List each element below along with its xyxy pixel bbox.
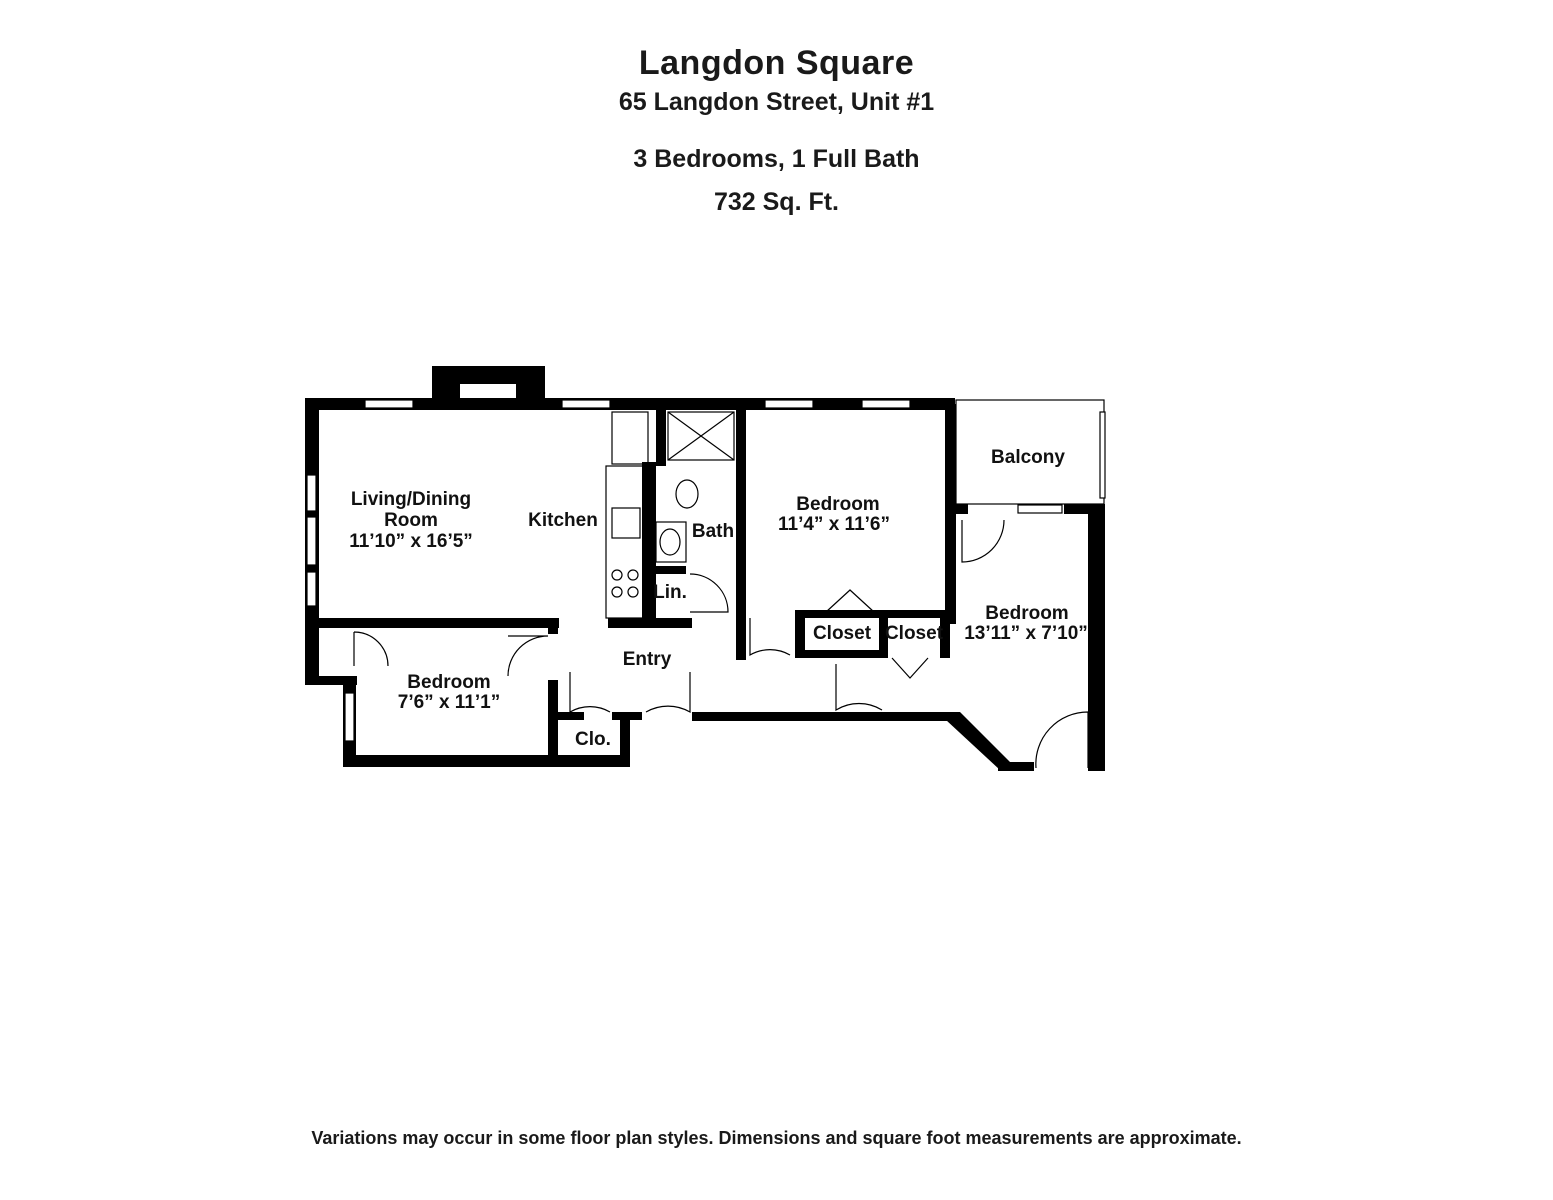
bath-east-wall bbox=[736, 404, 746, 660]
window bbox=[344, 692, 355, 742]
closet-label: Closet bbox=[813, 623, 872, 644]
closet-small-label: Clo. bbox=[575, 729, 611, 750]
bedroom-south-name: Bedroom bbox=[407, 672, 490, 693]
toilet bbox=[675, 479, 699, 509]
east-wall bbox=[1088, 506, 1105, 771]
window bbox=[306, 516, 317, 566]
bedroom-north-dims: 11’4” x 11’6” bbox=[778, 514, 890, 535]
closet-top-wall bbox=[795, 610, 950, 618]
window bbox=[561, 399, 611, 409]
entry-label: Entry bbox=[623, 649, 672, 670]
bath-label: Bath bbox=[692, 521, 734, 542]
door bbox=[645, 672, 691, 714]
window bbox=[306, 571, 317, 607]
window bbox=[764, 399, 814, 409]
square-footage: 732 Sq. Ft. bbox=[713, 188, 840, 216]
bedroom-east-wall bbox=[548, 680, 558, 764]
kitchen-counter bbox=[605, 465, 647, 619]
door bbox=[835, 664, 883, 712]
door bbox=[569, 672, 611, 714]
bedroom-east-name: Bedroom bbox=[985, 603, 1068, 624]
closet-wall bbox=[795, 610, 805, 658]
bifold-door bbox=[891, 657, 929, 679]
kitchen-sink bbox=[611, 507, 641, 539]
bed-bath-summary: 3 Bedrooms, 1 Full Bath bbox=[633, 145, 920, 173]
living-south-wall bbox=[305, 618, 559, 628]
closet-bottom-wall bbox=[805, 650, 879, 658]
window bbox=[306, 474, 317, 512]
living-room-name-2: Room bbox=[384, 510, 438, 531]
fridge bbox=[611, 411, 649, 465]
window bbox=[861, 399, 911, 409]
disclaimer: Variations may occur in some floor plan … bbox=[311, 1128, 1242, 1148]
window bbox=[364, 399, 414, 409]
linen-label: Lin. bbox=[653, 582, 687, 603]
angled-wall bbox=[946, 712, 1010, 770]
bedroom-north-east-wall bbox=[945, 404, 956, 624]
bedroom-south-dims: 7’6” x 11’1” bbox=[398, 692, 500, 713]
entry-south-wall bbox=[692, 712, 954, 721]
closet-wall bbox=[940, 610, 950, 658]
wall bbox=[556, 712, 584, 720]
plan-title: Langdon Square bbox=[638, 44, 915, 82]
living-room-dims: 11’10” x 16’5” bbox=[349, 531, 473, 552]
bedroom-east-dims: 13’11” x 7’10” bbox=[964, 623, 1088, 644]
closet-east-wall bbox=[620, 712, 630, 766]
wall bbox=[548, 622, 558, 634]
south-wall bbox=[343, 755, 630, 767]
wall bbox=[608, 618, 692, 628]
bath-sink bbox=[655, 521, 687, 563]
door bbox=[749, 618, 791, 657]
door bbox=[961, 519, 1005, 563]
door bbox=[1035, 711, 1089, 769]
wall bbox=[956, 504, 968, 514]
plan-address: 65 Langdon Street, Unit #1 bbox=[618, 88, 935, 116]
door bbox=[689, 573, 729, 613]
balcony-rail bbox=[1099, 411, 1106, 499]
wall bbox=[656, 404, 666, 466]
wall bbox=[612, 712, 642, 720]
door bbox=[353, 631, 389, 667]
wall bbox=[305, 676, 357, 685]
balcony-label: Balcony bbox=[991, 447, 1065, 468]
closet-label: Closet bbox=[885, 623, 944, 644]
bifold-door bbox=[825, 589, 875, 613]
wall bbox=[998, 762, 1034, 771]
living-room-name: Living/Dining bbox=[351, 489, 471, 510]
door bbox=[507, 635, 549, 677]
shower bbox=[667, 411, 735, 461]
closet-wall bbox=[879, 610, 888, 658]
wall bbox=[656, 566, 686, 574]
window bbox=[1017, 504, 1063, 514]
kitchen-label: Kitchen bbox=[528, 510, 598, 531]
bedroom-north-name: Bedroom bbox=[796, 494, 879, 515]
wall bbox=[1064, 504, 1105, 514]
